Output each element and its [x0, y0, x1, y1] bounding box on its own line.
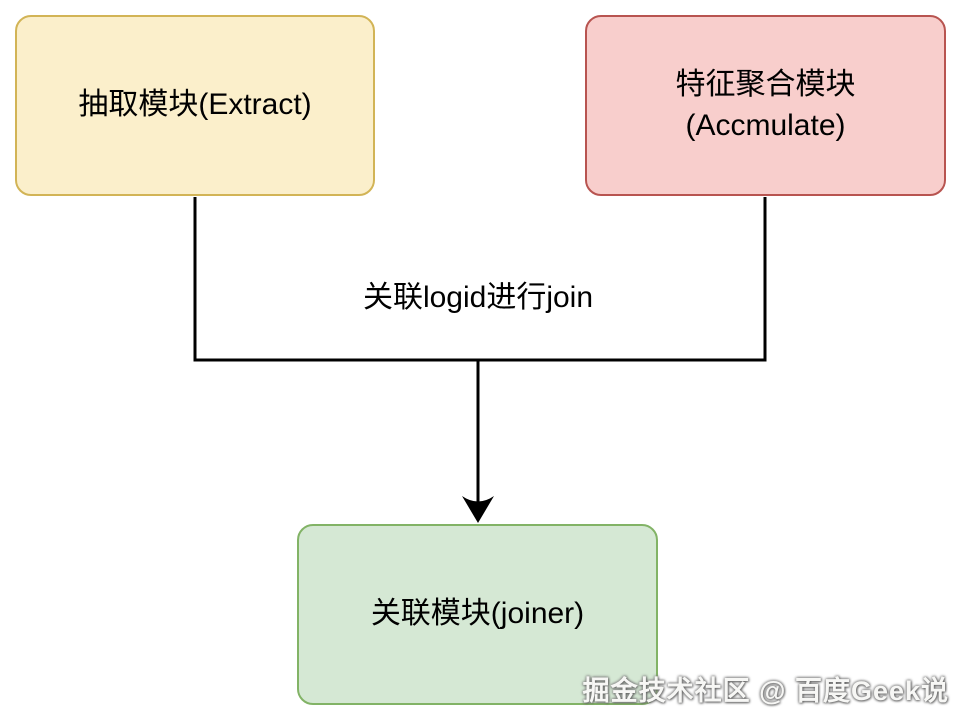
node-extract: 抽取模块(Extract): [15, 15, 375, 196]
node-accumulate: 特征聚合模块 (Accmulate): [585, 15, 946, 196]
arrowhead-down-icon: [462, 496, 494, 523]
node-joiner: 关联模块(joiner): [297, 524, 658, 705]
node-extract-label: 抽取模块(Extract): [78, 88, 312, 122]
node-joiner-label: 关联模块(joiner): [370, 597, 585, 631]
node-accumulate-label-line1: 特征聚合模块: [675, 68, 856, 101]
node-accumulate-label-line2: (Accmulate): [685, 108, 846, 142]
edge-label-join: 关联logid进行join: [362, 281, 594, 314]
watermark-text: 掘金技术社区 @ 百度Geek说: [582, 676, 949, 706]
